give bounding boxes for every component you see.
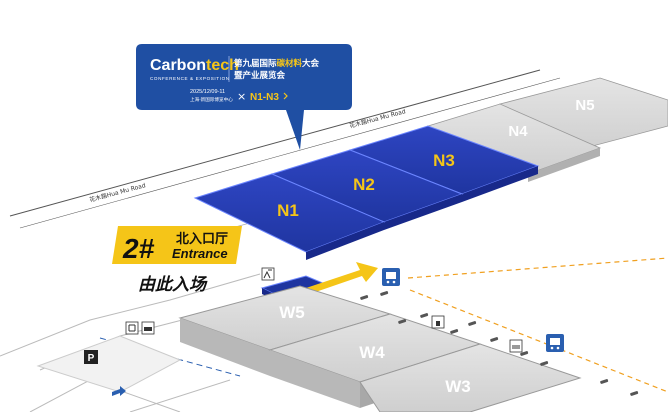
halls-range: N1-N3 <box>250 92 279 103</box>
entry-arrow-icon <box>300 262 378 296</box>
road-label-hua-mu-left: 花木路Hua Mu Road <box>88 181 146 204</box>
hall-label-w4: W4 <box>359 343 385 362</box>
brand-logo-prefix: Carbontech <box>150 57 239 74</box>
parking-icon <box>84 350 98 364</box>
hall-label-n5: N5 <box>575 97 594 114</box>
hall-label-n2: N2 <box>353 175 375 194</box>
hall-label-n4: N4 <box>508 123 528 140</box>
hall-label-n3: N3 <box>433 151 455 170</box>
hall-label-n1: N1 <box>277 201 299 220</box>
arrows-icon <box>112 386 126 396</box>
entrance-number: 2# <box>122 233 155 264</box>
enter-here-label: 由此入场 <box>138 275 208 295</box>
hall-n4: N4 <box>426 103 602 182</box>
hall-n1[interactable]: N1 <box>193 173 386 260</box>
chevron-right-icon <box>283 92 288 100</box>
bus-icon <box>382 268 400 286</box>
entrance-sign: 2# 北入口厅 Entrance <box>112 226 242 264</box>
event-title-line1: 第九届国际碳材料大会 <box>234 58 320 69</box>
entrance-en: Entrance <box>172 246 228 261</box>
brand-tagline: CONFERENCE & EXPOSITION <box>150 76 230 81</box>
road-label-hua-mu-right: 花木路Hua Mu Road <box>348 107 406 130</box>
parking-icon-label: P <box>88 353 95 364</box>
route-lines <box>407 257 668 393</box>
event-date: 2025/12/09-11 <box>190 89 225 95</box>
event-venue: 上海·新国际博览中心 <box>190 96 233 103</box>
toilet-icon <box>125 321 139 335</box>
times-symbol: × <box>237 90 246 103</box>
event-callout: Carbontech CONFERENCE & EXPOSITION 第九届国际… <box>136 44 352 150</box>
hall-label-w5: W5 <box>279 303 305 322</box>
parking-area: P <box>36 335 182 396</box>
entrance-cn: 北入口厅 <box>176 232 228 247</box>
info-icon <box>431 315 445 329</box>
hall-label-w3: W3 <box>445 377 471 396</box>
event-title-line2: 暨产业展览会 <box>234 70 286 81</box>
road-markers <box>360 291 639 396</box>
bus-icon <box>546 334 564 352</box>
car-icon <box>141 321 155 335</box>
food-icon <box>509 339 523 353</box>
hall-w3: W3 <box>359 343 582 412</box>
hall-n3[interactable]: N3 <box>348 125 540 202</box>
